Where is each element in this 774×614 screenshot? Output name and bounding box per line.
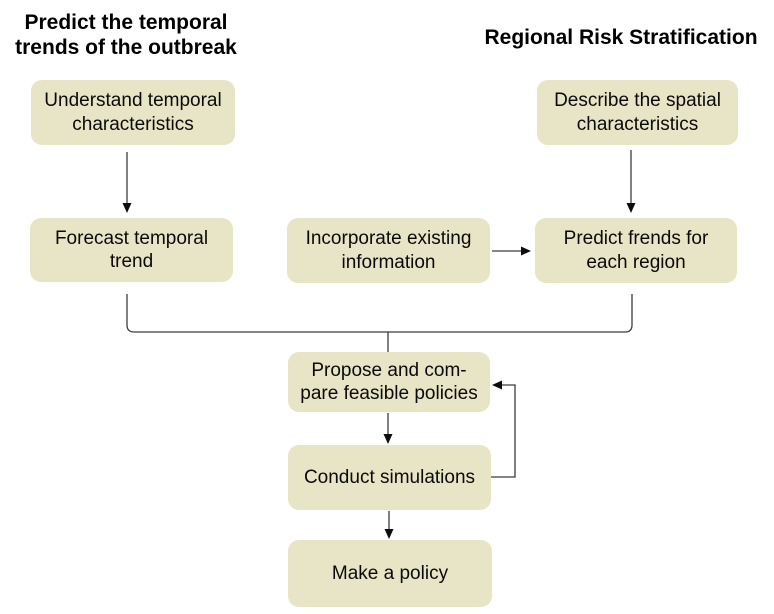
- section-title-regional: Regional Risk Stratification: [484, 26, 758, 49]
- arrow-propose-to-conduct: [383, 413, 393, 444]
- node-describe-spatial-characteristics: Describe the spatial characteristics: [537, 80, 738, 145]
- arrow-conduct-to-make: [384, 511, 394, 539]
- arrow-describe-to-predict: [626, 150, 636, 213]
- section-title-temporal: Predict the temporal trends of the outbr…: [15, 11, 237, 59]
- node-forecast-temporal-trend: Forecast temporal trend: [30, 218, 233, 282]
- feedback-arrow-conduct-to-propose: [491, 380, 516, 478]
- node-conduct-simulations: Conduct simulations: [288, 445, 491, 510]
- arrow-incorporate-to-predict: [492, 246, 531, 256]
- node-make-a-policy: Make a policy: [288, 540, 492, 607]
- node-understand-temporal-characteristics: Understand temporal characteristics: [31, 80, 235, 145]
- node-incorporate-existing-information: Incorporate existing information: [287, 218, 490, 283]
- merge-connector: [126, 294, 633, 352]
- node-propose-compare-policies: Propose and com- pare feasible policies: [288, 352, 490, 412]
- arrow-understand-to-forecast: [122, 152, 132, 213]
- node-predict-trends-each-region: Predict frends for each region: [535, 218, 737, 283]
